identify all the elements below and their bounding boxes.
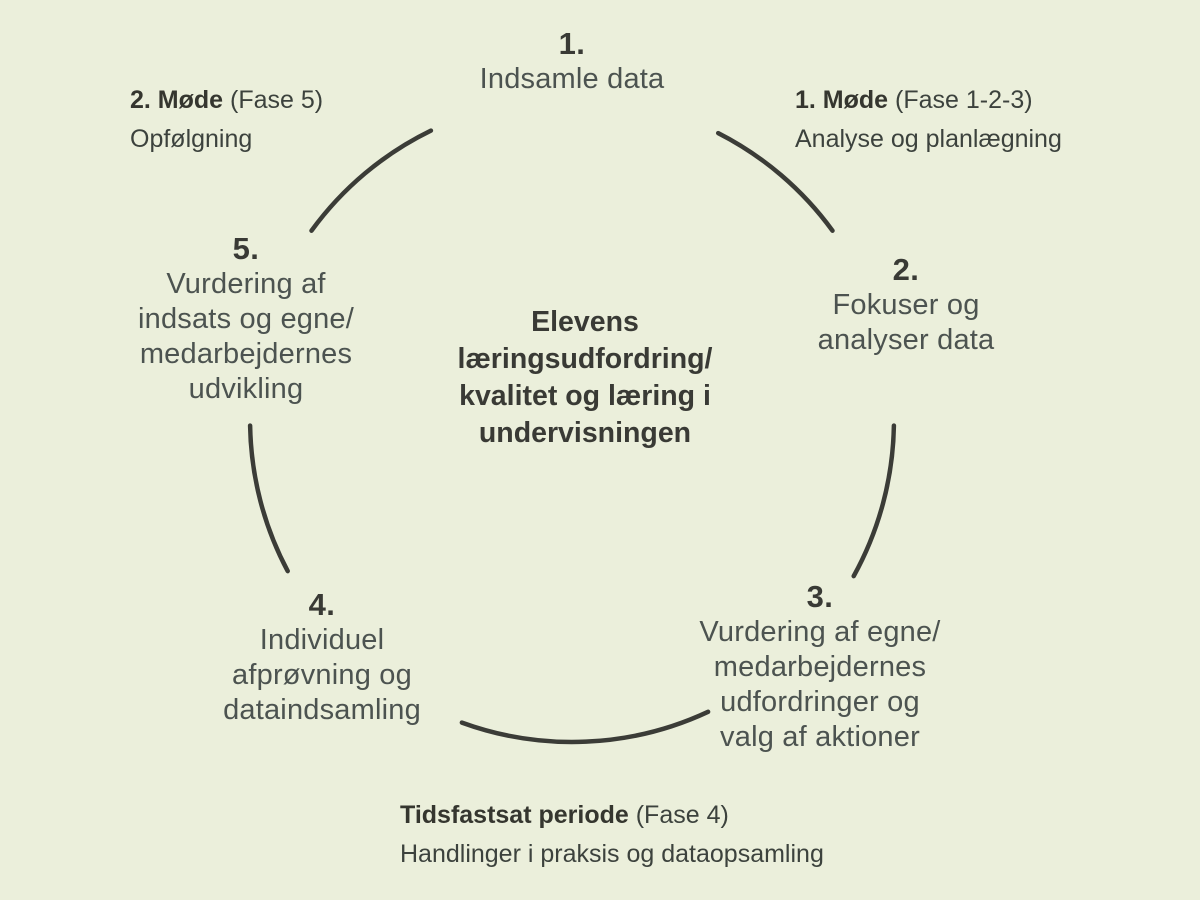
step-3-label: udfordringer og	[720, 686, 920, 718]
center-label-line: Elevens	[531, 306, 639, 338]
step-5-label: indsats og egne/	[137, 303, 355, 335]
step-1-label: Indsamle data	[479, 63, 665, 95]
step-1-number: 1.	[558, 26, 586, 61]
annotation-period-paren: (Fase 4)	[628, 801, 729, 829]
annotation-meeting-2: 2. Møde (Fase 5) Opfølgning	[130, 84, 323, 155]
annotation-meeting-1-bold: 1. Møde	[795, 86, 889, 114]
step-1: 1. Indsamle data	[480, 26, 665, 97]
annotation-meeting-1-subtitle: Analyse og planlægning	[795, 125, 1062, 153]
annotation-period-title: Tidsfastsat periode (Fase 4)	[400, 799, 824, 831]
step-3-number: 3.	[806, 579, 834, 614]
step-4-label: Individuel	[259, 624, 385, 656]
step-2-number: 2.	[892, 252, 920, 287]
center-label-line: kvalitet og læring i	[459, 380, 711, 412]
step-2-label: Fokuser og	[832, 289, 980, 321]
annotation-meeting-1-paren: (Fase 1-2-3)	[888, 86, 1033, 114]
step-4-number: 4.	[308, 587, 336, 622]
step-3: 3. Vurdering af egne/ medarbejdernes udf…	[699, 579, 940, 755]
arc-step2-to-step3	[851, 423, 897, 579]
step-5-label: Vurdering af	[166, 268, 326, 300]
step-3-label: valg af aktioner	[720, 721, 920, 753]
center-label-line: undervisningen	[478, 417, 692, 449]
annotation-meeting-2-subtitle: Opfølgning	[130, 125, 253, 153]
arc-step3-to-step4	[459, 709, 711, 745]
annotation-meeting-2-bold: 2. Møde	[130, 86, 224, 114]
annotation-meeting-1: 1. Møde (Fase 1-2-3) Analyse og planlægn…	[795, 84, 1062, 155]
step-4-label: afprøvning og	[232, 659, 412, 691]
step-4-label: dataindsamling	[223, 694, 421, 726]
step-3-label: medarbejdernes	[713, 651, 927, 683]
step-4: 4. Individuel afprøvning og dataindsamli…	[223, 587, 421, 728]
step-5-label: medarbejdernes	[139, 338, 353, 370]
annotation-meeting-2-title: 2. Møde (Fase 5)	[130, 84, 323, 116]
step-2: 2. Fokuser og analyser data	[818, 252, 995, 358]
step-5-label: udvikling	[188, 373, 304, 405]
annotation-period-bold: Tidsfastsat periode	[400, 801, 629, 829]
annotation-meeting-2-paren: (Fase 5)	[223, 86, 324, 114]
arc-step5-to-step1	[309, 128, 434, 233]
center-label: Elevens læringsudfordring/ kvalitet og l…	[458, 304, 713, 452]
arc-step4-to-step5	[247, 423, 290, 574]
step-2-label: analyser data	[817, 324, 995, 356]
annotation-meeting-1-title: 1. Møde (Fase 1-2-3)	[795, 84, 1062, 116]
step-3-label: Vurdering af egne/	[699, 616, 941, 648]
step-5-number: 5.	[232, 231, 260, 266]
step-5: 5. Vurdering af indsats og egne/ medarbe…	[138, 231, 354, 407]
center-label-line: læringsudfordring/	[457, 343, 713, 375]
annotation-period: Tidsfastsat periode (Fase 4) Handlinger …	[400, 799, 824, 870]
annotation-period-subtitle: Handlinger i praksis og dataopsamling	[400, 840, 824, 868]
arc-step1-to-step2	[715, 130, 835, 233]
